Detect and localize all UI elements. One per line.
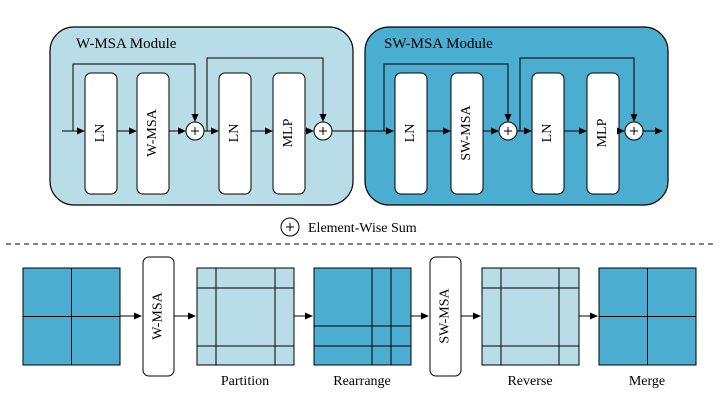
- partition-label: Partition: [221, 374, 269, 389]
- w-msa-sum-node-2: [313, 121, 333, 141]
- rearrange-grid: [313, 267, 412, 366]
- merge-label: Merge: [629, 374, 665, 389]
- merge-grid: [598, 267, 697, 366]
- w-msa-flow-lines: [62, 57, 327, 135]
- w-msa-ln-block-1: [84, 72, 118, 195]
- sw-msa-sum-node-2: [624, 121, 644, 141]
- w-msa-mlp-block-label: MLP: [281, 118, 296, 147]
- w-msa-attention-block: [136, 72, 170, 195]
- sw-msa-ln-block-2-label: LN: [540, 124, 555, 143]
- w-msa-ln-block-2: [218, 72, 252, 195]
- w-msa-operation-label: W-MSA: [151, 291, 166, 339]
- sw-msa-sum-node-1: [498, 121, 518, 141]
- sw-msa-module-title: SW-MSA Module: [384, 36, 493, 52]
- w-msa-ln-block-1-label: LN: [93, 124, 108, 143]
- reverse-label: Reverse: [507, 374, 552, 389]
- sw-msa-attention-block-label: SW-MSA: [459, 104, 474, 160]
- sum-legend-icon: [280, 217, 300, 237]
- partition-grid: [196, 267, 295, 366]
- w-msa-attention-block-label: W-MSA: [145, 108, 160, 156]
- input-window-grid: [22, 267, 121, 366]
- w-msa-ln-block-2-label: LN: [227, 124, 242, 143]
- rearrange-label: Rearrange: [333, 374, 391, 389]
- sw-msa-ln-block-1-label: LN: [403, 124, 418, 143]
- w-msa-module-title: W-MSA Module: [76, 36, 177, 52]
- sw-msa-flow-lines: [383, 57, 663, 135]
- sw-msa-attention-block: [450, 72, 484, 195]
- reverse-grid: [481, 267, 580, 366]
- w-msa-sum-node-1: [185, 121, 205, 141]
- legend-label: Element-Wise Sum: [308, 221, 417, 236]
- sw-msa-mlp-block-label: MLP: [595, 118, 610, 147]
- sw-msa-operation-label: SW-MSA: [438, 287, 453, 343]
- sw-msa-ln-block-2: [531, 72, 565, 195]
- w-msa-mlp-block: [272, 72, 306, 195]
- sw-msa-ln-block-1: [394, 72, 428, 195]
- legend: Element-Wise Sum: [280, 217, 417, 237]
